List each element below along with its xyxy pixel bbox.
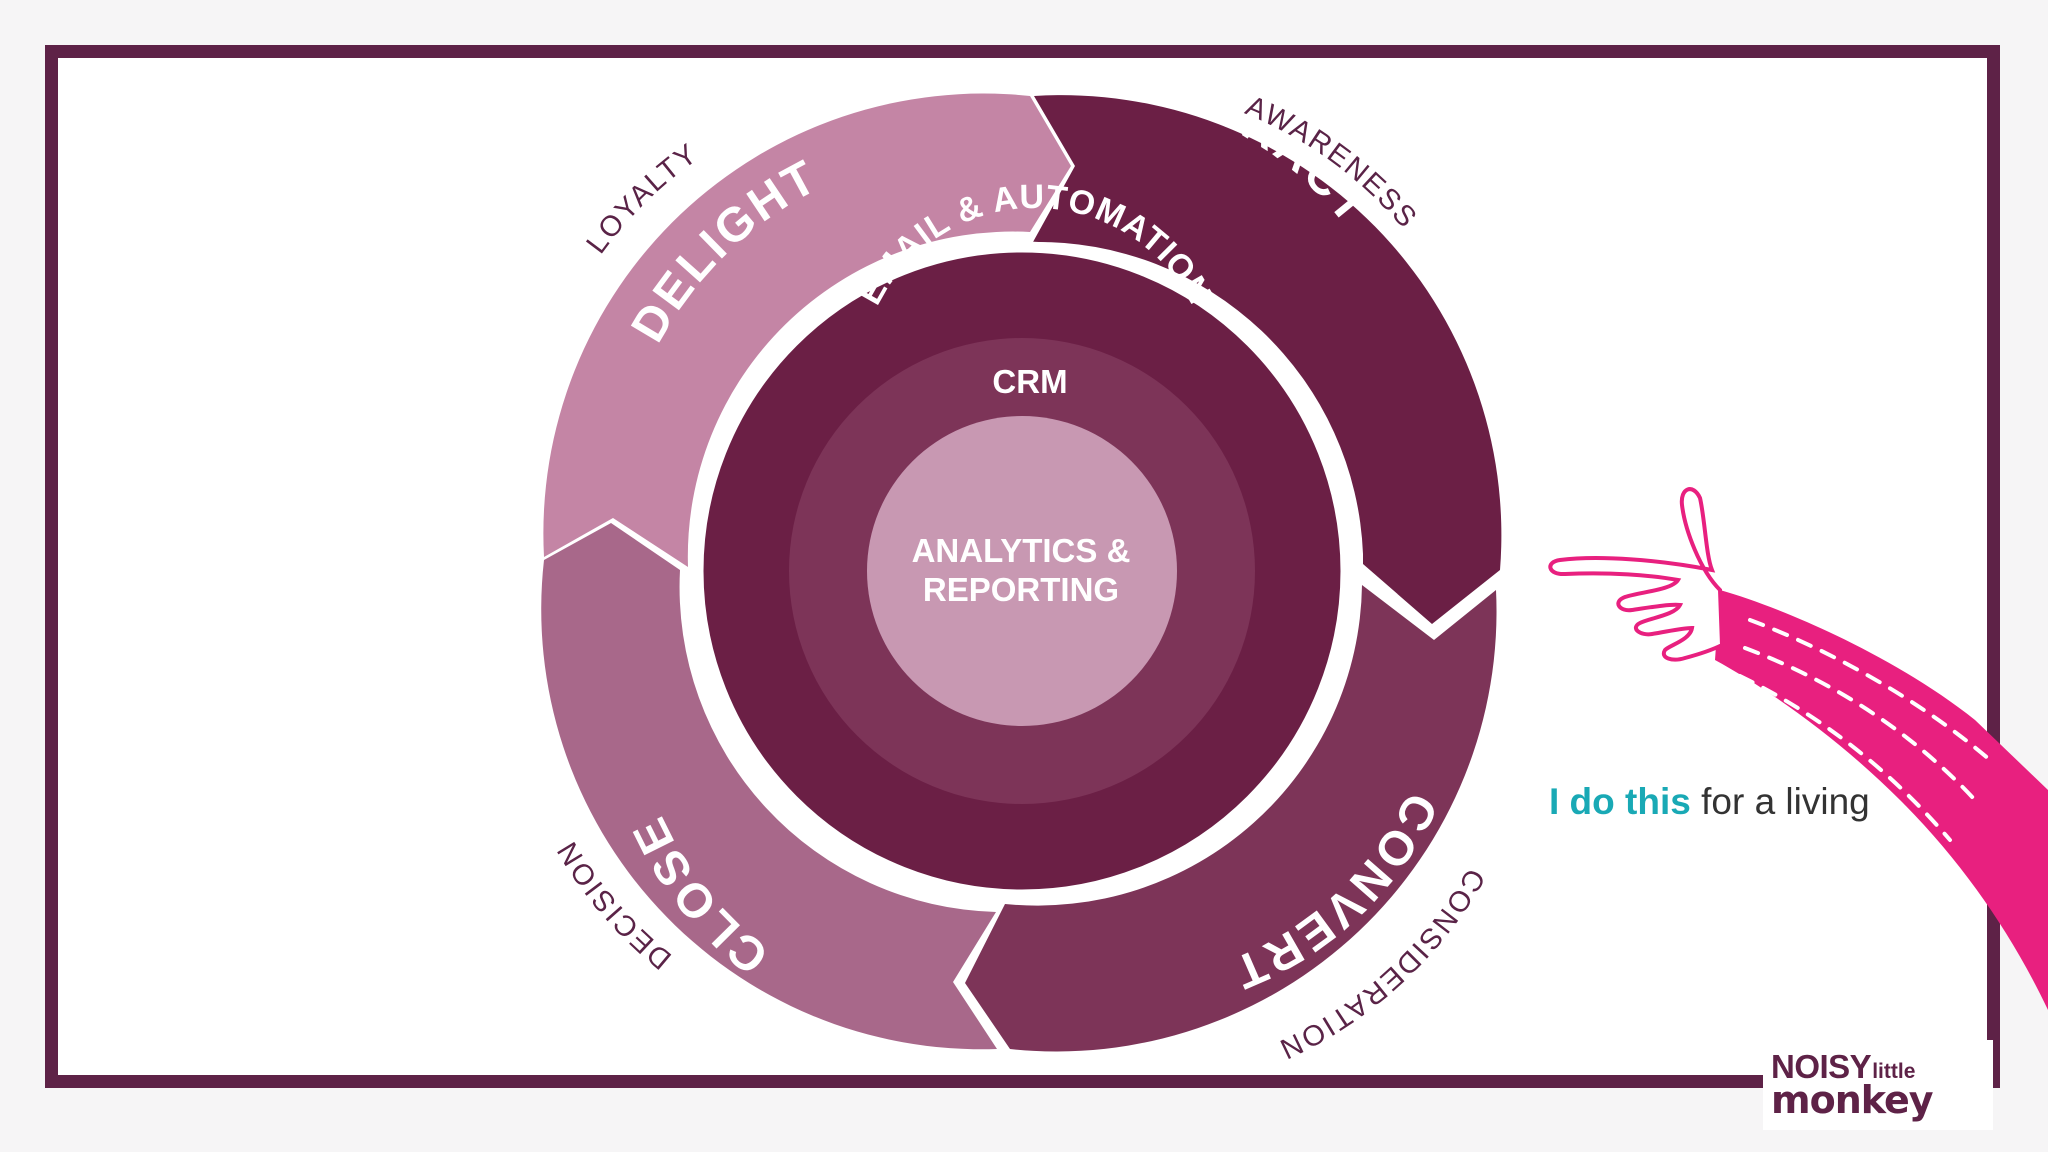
analytics-core bbox=[867, 416, 1177, 726]
logo-monkey: monkey bbox=[1771, 1078, 1934, 1122]
arm-sleeve bbox=[1715, 590, 2048, 1010]
attract-segment bbox=[1033, 95, 1502, 625]
delight-segment bbox=[543, 93, 1071, 567]
close-segment bbox=[541, 523, 997, 1050]
caption-rest: for a living bbox=[1701, 781, 1870, 822]
hand-outline bbox=[1548, 487, 1725, 662]
noisy-little-monkey-logo: NOISYlittle monkey bbox=[1763, 1040, 1993, 1130]
logo-little: little bbox=[1872, 1060, 1916, 1083]
crm-label: CRM bbox=[992, 363, 1067, 400]
caption-highlight: I do this bbox=[1549, 781, 1691, 822]
caption: I do this for a living bbox=[1549, 781, 1870, 823]
logo-noisy: NOISY bbox=[1771, 1048, 1872, 1085]
convert-segment bbox=[965, 585, 1497, 1052]
analytics-label-line1: ANALYTICS & bbox=[912, 532, 1131, 569]
analytics-label-line2: REPORTING bbox=[923, 571, 1119, 608]
pointing-hand-icon bbox=[1548, 487, 2048, 1010]
